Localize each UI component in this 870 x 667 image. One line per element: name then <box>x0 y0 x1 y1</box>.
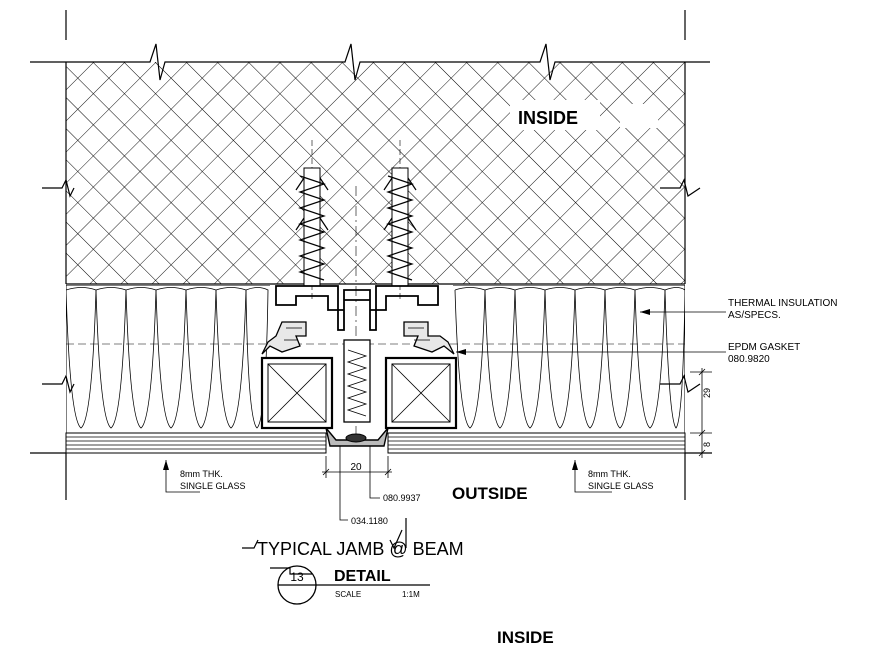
dimension-width: 20 <box>322 456 392 478</box>
label-epdm-code: 080.9820 <box>728 354 770 365</box>
hollow-section-left <box>260 356 334 430</box>
label-glass-left-type: SINGLE GLASS <box>180 481 246 491</box>
label-inside-top: INSIDE <box>518 108 578 128</box>
glass-pane-left <box>30 432 327 454</box>
label-thermal-spec: AS/SPECS. <box>728 310 781 321</box>
concrete-beam <box>30 10 710 285</box>
label-outside: OUTSIDE <box>452 484 528 503</box>
scale-value: 1:1M <box>402 590 420 599</box>
dimension-width-value: 20 <box>350 462 362 473</box>
label-glass-right-thk: 8mm THK. <box>588 469 631 479</box>
center-lines <box>66 140 685 440</box>
detail-word: DETAIL <box>334 568 391 585</box>
label-code-080-9937: 080.9937 <box>383 493 421 503</box>
dimension-height-8: 8 <box>702 442 712 447</box>
label-inside-bottom: INSIDE <box>497 628 554 647</box>
label-code-034-1180: 034.1180 <box>351 516 388 526</box>
label-thermal-insulation: THERMAL INSULATION <box>728 298 837 309</box>
anchor-bolt-right <box>383 167 417 287</box>
hollow-section-right <box>384 356 458 430</box>
dimension-height: 29 8 <box>690 368 712 458</box>
glass-pane-right <box>387 432 712 454</box>
label-epdm-gasket: EPDM GASKET <box>728 342 800 353</box>
detail-number: 13 <box>290 570 304 584</box>
pressure-plate <box>325 427 389 447</box>
aluminium-bracket <box>275 285 439 423</box>
detail-title: TYPICAL JAMB @ BEAM <box>257 539 464 559</box>
label-glass-left-thk: 8mm THK. <box>180 469 223 479</box>
title-block: TYPICAL JAMB @ BEAM 13 DETAIL SCALE 1:1M <box>242 518 464 605</box>
break-mark-right <box>660 374 701 393</box>
epdm-gasket-right <box>403 321 455 355</box>
label-glass-right-type: SINGLE GLASS <box>588 481 654 491</box>
break-mark-left <box>42 374 75 394</box>
scale-label: SCALE <box>335 590 361 599</box>
anchor-bolt-left <box>295 167 329 287</box>
leader-lines <box>163 309 726 521</box>
epdm-gasket-left <box>261 321 307 355</box>
dimension-height-29: 29 <box>702 388 712 398</box>
